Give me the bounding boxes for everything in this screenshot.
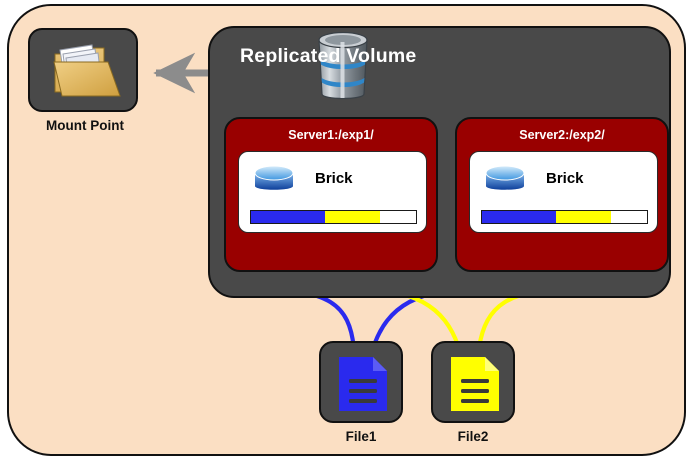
brick-panel-2[interactable]: Brick	[469, 151, 658, 233]
brick-label-1: Brick	[315, 170, 353, 187]
document-icon	[451, 357, 499, 411]
brick-label-2: Brick	[546, 170, 584, 187]
usage-segment-file1	[482, 211, 557, 223]
usage-segment-file2	[556, 211, 611, 223]
mount-point-tile[interactable]	[28, 28, 138, 112]
file2-tile[interactable]	[431, 341, 515, 423]
blue-disk-cylinder-icon	[254, 165, 294, 190]
usage-segment-file1	[251, 211, 326, 223]
usage-segment-free	[610, 211, 647, 223]
usage-segment-free	[379, 211, 416, 223]
replicated-volume-title: Replicated Volume	[240, 45, 417, 67]
server-box-2[interactable]: Server2:/exp2/ Brick	[455, 117, 669, 272]
brick-panel-1[interactable]: Brick	[238, 151, 427, 233]
file2-label: File2	[457, 429, 489, 444]
brick-usage-bar-1	[250, 210, 417, 224]
blue-disk-cylinder-icon	[485, 165, 525, 190]
database-cylinder-icon	[318, 31, 368, 100]
server-1-name: Server1:/exp1/	[288, 128, 374, 142]
document-icon	[339, 357, 387, 411]
mount-point-label: Mount Point	[46, 118, 124, 133]
usage-segment-file2	[325, 211, 380, 223]
file1-label: File1	[345, 429, 377, 444]
brick-usage-bar-2	[481, 210, 648, 224]
server-box-1[interactable]: Server1:/exp1/ Brick	[224, 117, 438, 272]
open-folder-with-documents-icon	[53, 44, 121, 97]
file1-tile[interactable]	[319, 341, 403, 423]
server-2-name: Server2:/exp2/	[519, 128, 605, 142]
